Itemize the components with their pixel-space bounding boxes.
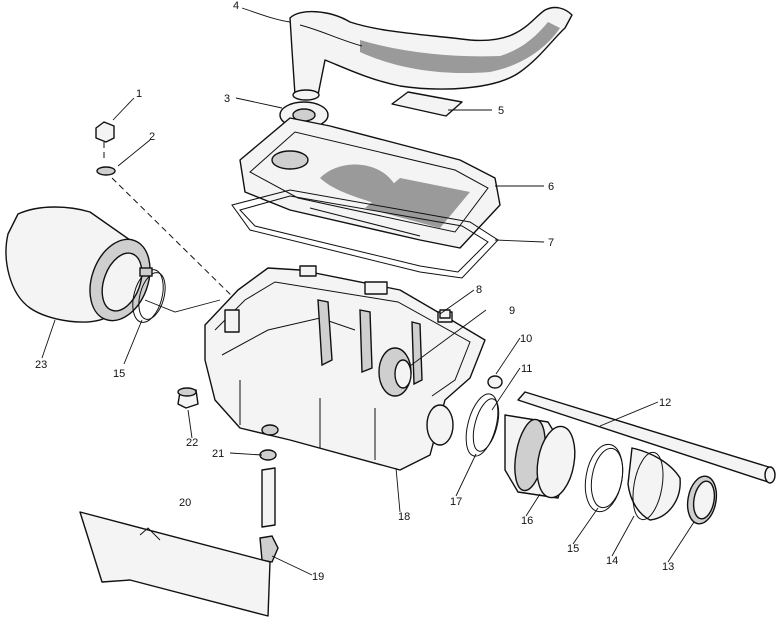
callout-10: 10 [520, 333, 532, 345]
callout-15-right: 15 [567, 543, 579, 555]
callout-17: 17 [450, 496, 462, 508]
latch [439, 309, 451, 319]
callout-9: 9 [509, 305, 515, 317]
foam-pad [79, 511, 271, 617]
callout-8: 8 [476, 284, 482, 296]
callout-16: 16 [521, 515, 533, 527]
callout-20: 20 [179, 497, 191, 509]
callout-13: 13 [662, 561, 674, 573]
callout-1: 1 [136, 88, 142, 100]
callout-14: 14 [606, 555, 618, 567]
callout-12: 12 [659, 397, 671, 409]
callout-19: 19 [312, 571, 324, 583]
drain-tube [259, 449, 279, 563]
airbox-cover [239, 117, 501, 249]
cover-gasket [231, 189, 499, 279]
callout-3: 3 [224, 93, 230, 105]
snorkel-port [394, 359, 412, 389]
washer [96, 166, 116, 176]
air-filter [5, 206, 221, 323]
callout-5: 5 [498, 105, 504, 117]
airbox [204, 265, 486, 471]
callout-23: 23 [35, 359, 47, 371]
callout-21: 21 [212, 448, 224, 460]
callout-22: 22 [186, 437, 198, 449]
gasket-ring [465, 393, 499, 457]
callout-labels: 1 2 3 4 5 6 7 8 9 10 11 12 13 14 15 15 1… [35, 0, 674, 583]
tube [517, 391, 776, 484]
leader-lines [41, 7, 695, 576]
callout-11: 11 [521, 363, 532, 375]
bolt [95, 121, 115, 162]
callout-6: 6 [548, 181, 554, 193]
intake-duct [289, 6, 573, 101]
callout-18: 18 [398, 511, 410, 523]
callout-2: 2 [149, 131, 155, 143]
rubber-plug [177, 387, 199, 409]
callout-15-left: 15 [113, 368, 125, 380]
callout-4: 4 [233, 0, 239, 12]
boot [627, 447, 681, 521]
callout-7: 7 [548, 237, 554, 249]
clamp-right [584, 443, 624, 513]
hose-clamp [686, 475, 718, 525]
adapter-boot [504, 414, 576, 499]
plug [487, 375, 503, 389]
decal [391, 91, 463, 117]
